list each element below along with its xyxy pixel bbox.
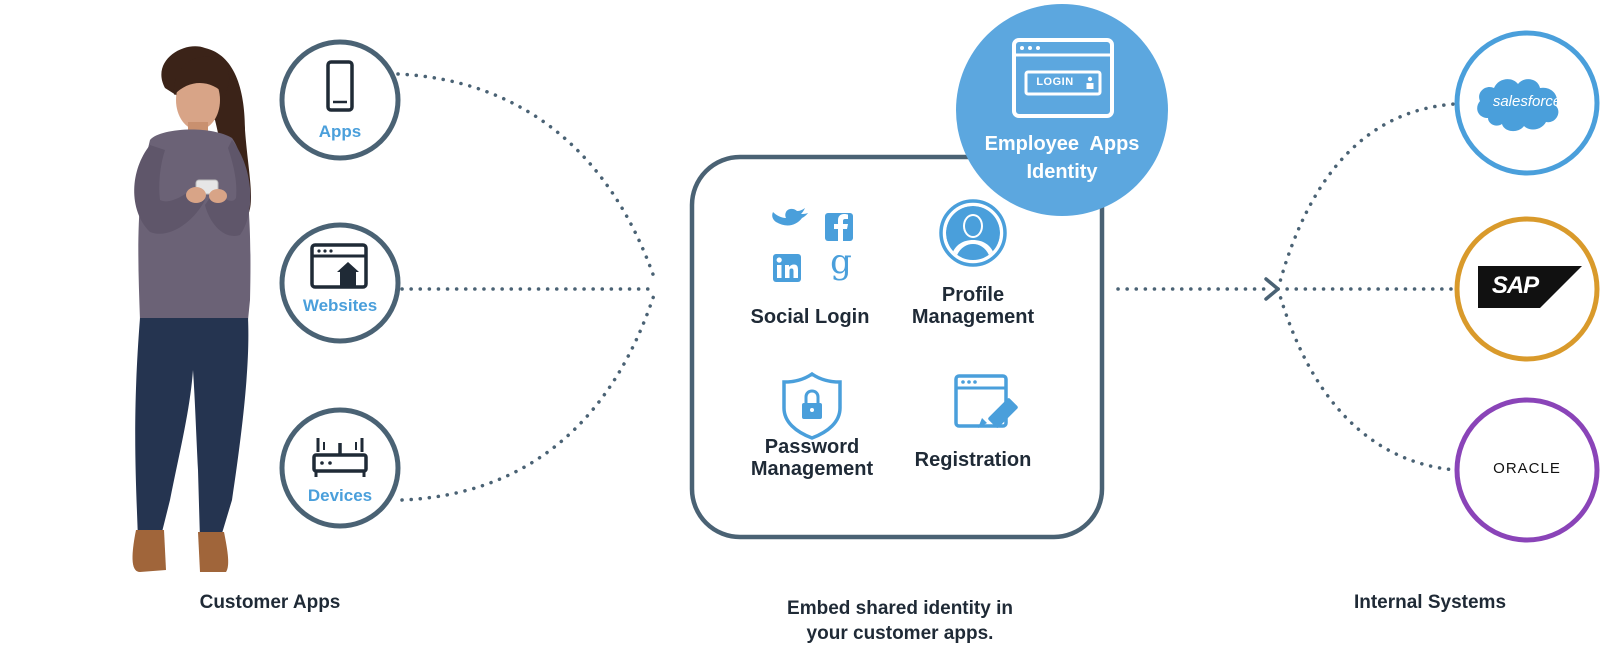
user-profile-icon (939, 199, 1007, 267)
sap-logo-text: SAP (1491, 272, 1539, 299)
social-icons (772, 208, 853, 282)
shield-lock-icon (782, 371, 842, 440)
login-field-text: LOGIN (1036, 76, 1074, 88)
facebook-icon (825, 213, 853, 241)
router-icon (312, 438, 368, 477)
browser-edit-icon (954, 374, 1018, 428)
employee-apps-title-line1: Employee Apps (984, 133, 1140, 155)
node-apps (279, 39, 401, 161)
right-connectors (1116, 102, 1457, 472)
hub-caption-line1: Embed shared identity in (787, 598, 1013, 619)
sap-logo-icon (1478, 266, 1582, 308)
hub-caption-line2: your customer apps. (806, 623, 994, 644)
customer-apps-caption: Customer Apps (199, 592, 341, 613)
system-oracle (1454, 397, 1600, 543)
node-websites (279, 222, 401, 344)
browser-home-icon (310, 243, 368, 289)
node-devices-label: Devices (307, 486, 373, 505)
salesforce-cloud-icon (1477, 79, 1559, 132)
feature-profile-management: Profile Management (893, 284, 1053, 328)
system-sap (1454, 216, 1600, 362)
arrowhead-icon (1264, 277, 1280, 301)
connector-apps (396, 72, 657, 282)
smartphone-icon (326, 60, 354, 112)
employee-apps-title: Employee Apps Identity (962, 130, 1162, 186)
node-apps-label: Apps (318, 122, 362, 141)
twitter-icon (772, 208, 808, 226)
connector-salesforce (1276, 102, 1457, 291)
node-websites-label: Websites (302, 296, 378, 315)
feature-social-login-line1: Social Login (750, 306, 870, 328)
connector-devices (400, 290, 657, 502)
feature-social-login: Social Login (735, 306, 885, 328)
google-icon: g (830, 242, 852, 282)
internal-systems-caption: Internal Systems (1353, 592, 1507, 613)
linkedin-icon (773, 254, 801, 282)
feature-profile-line2: Management (911, 306, 1035, 328)
login-window-icon (1012, 38, 1114, 118)
oracle-logo-text: ORACLE (1493, 460, 1561, 477)
system-salesforce (1454, 30, 1600, 176)
employee-apps-badge (956, 4, 1168, 216)
feature-password-line2: Management (750, 458, 874, 480)
feature-profile-line1: Profile (941, 284, 1005, 306)
feature-registration: Registration (893, 449, 1053, 471)
identity-hub-box (689, 154, 1105, 540)
customer-person-illustration (132, 46, 252, 572)
connector-oracle (1276, 287, 1457, 472)
feature-password-line1: Password (764, 436, 860, 458)
left-connectors (396, 72, 657, 502)
hub-caption: Embed shared identity in your customer a… (720, 596, 1080, 646)
node-devices (279, 407, 401, 529)
feature-password-management: Password Management (732, 436, 892, 480)
salesforce-logo-text: salesforce (1492, 93, 1562, 110)
employee-apps-title-line2: Identity (1026, 161, 1098, 183)
feature-registration-line1: Registration (914, 449, 1032, 471)
